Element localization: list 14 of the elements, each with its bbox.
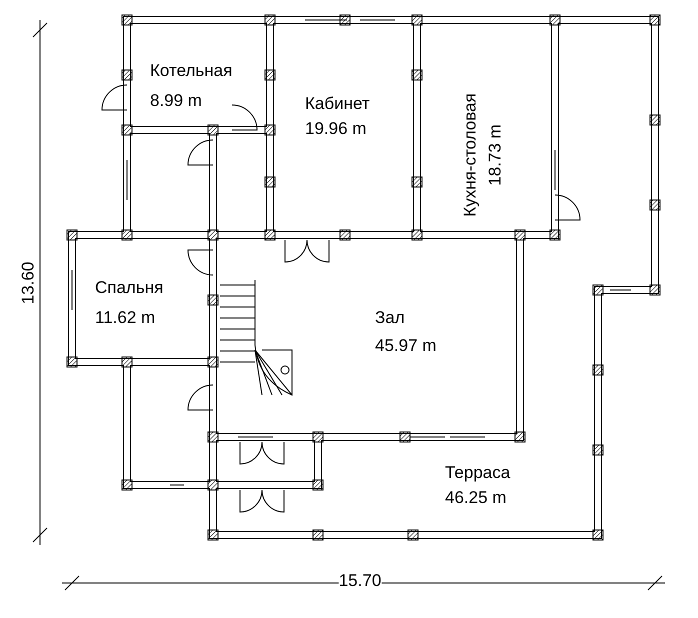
room-area: 11.62 m xyxy=(95,309,156,326)
room-area: 45.97 m xyxy=(375,337,436,354)
room-name: Кабинет xyxy=(305,95,370,112)
room-area: 19.96 m xyxy=(305,120,366,137)
room-name: Терраса xyxy=(445,464,510,481)
room-name: Зал xyxy=(375,309,405,326)
room-name: Кухня-столовая xyxy=(462,93,478,217)
dimension-value: 13.60 xyxy=(20,262,36,304)
room-area: 18.73 m xyxy=(486,124,504,186)
room-area: 46.25 m xyxy=(445,489,506,506)
room-name: Котельная xyxy=(150,62,232,79)
dimension-value: 15.70 xyxy=(338,572,382,589)
room-area: 8.99 m xyxy=(150,92,202,109)
room-name: Спальня xyxy=(95,279,164,296)
